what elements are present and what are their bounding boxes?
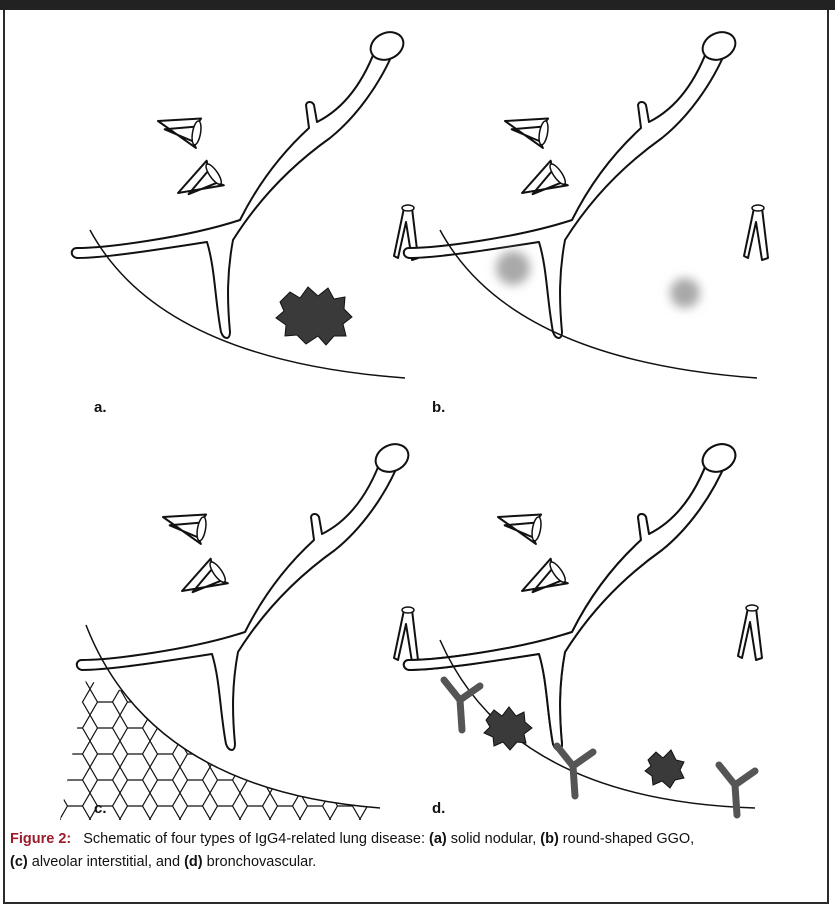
- caption-text-c: alveolar interstitial, and: [28, 854, 184, 870]
- panel-c-label: c.: [94, 800, 107, 817]
- panel-d-illustration: [404, 439, 762, 815]
- caption-intro: Schematic of four types of IgG4-related …: [83, 831, 429, 847]
- caption-text-b: round-shaped GGO,: [559, 831, 694, 847]
- ground-glass-opacity: [496, 251, 530, 285]
- figure-caption: Figure 2: Schematic of four types of IgG4…: [10, 828, 825, 874]
- panel-b-illustration: [404, 27, 768, 378]
- caption-tag-d: (d): [184, 854, 203, 870]
- panel-b-label: b.: [432, 399, 445, 416]
- solid-nodule: [645, 750, 684, 788]
- solid-nodule: [276, 287, 352, 345]
- panel-d-label: d.: [432, 800, 445, 817]
- panel-c-illustration: [60, 439, 418, 820]
- panel-a-illustration: [72, 27, 418, 378]
- caption-tag-b: (b): [540, 831, 559, 847]
- panel-a-label: a.: [94, 399, 107, 416]
- caption-tag-a: (a): [429, 831, 447, 847]
- figure-label: Figure 2:: [10, 831, 71, 847]
- figure-artwork: [0, 0, 835, 820]
- caption-text-a: solid nodular,: [447, 831, 541, 847]
- ground-glass-opacity: [670, 278, 700, 308]
- caption-text-d: bronchovascular.: [203, 854, 317, 870]
- caption-tag-c: (c): [10, 854, 28, 870]
